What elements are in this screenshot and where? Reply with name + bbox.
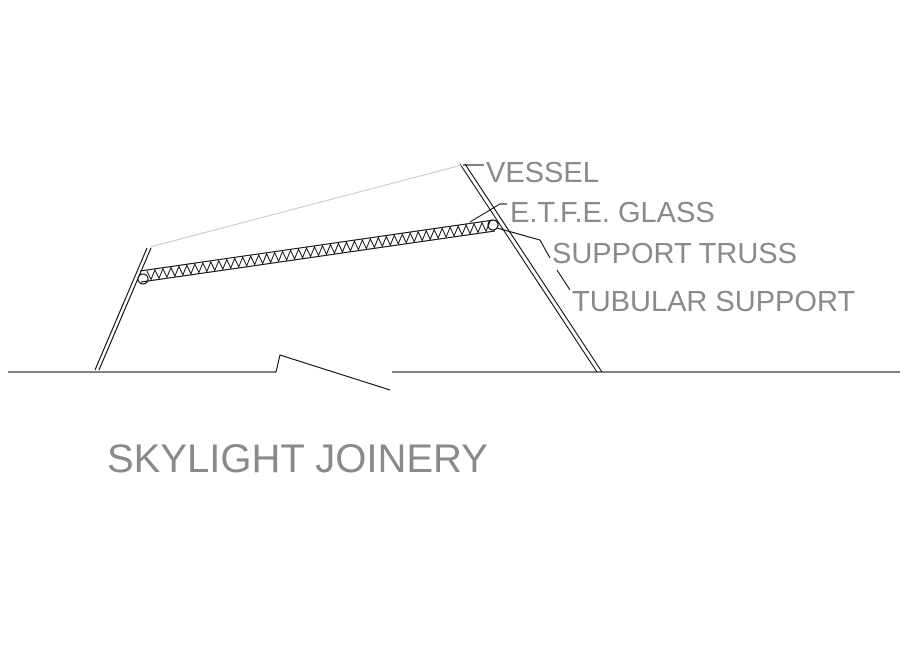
left-joint-node (137, 273, 149, 285)
etfe-glass-panel (137, 219, 499, 285)
etfe-glass-leader (469, 203, 507, 223)
callout-tubular-support: TUBULAR SUPPORT (572, 286, 855, 318)
support-truss-zigzag (146, 221, 491, 281)
drawing-title: SKYLIGHT JOINERY (107, 437, 488, 481)
vessel-outline (149, 164, 463, 248)
support-truss-leader (496, 227, 551, 259)
callout-leaders (463, 164, 571, 291)
ground-line (8, 354, 900, 391)
callout-support-truss: SUPPORT TRUSS (552, 238, 797, 270)
left-tubular-support (94, 247, 152, 371)
right-joint-node (487, 219, 499, 231)
right-tubular-support (459, 163, 603, 373)
callout-vessel: VESSEL (486, 157, 599, 189)
callout-etfe-glass: E.T.F.E. GLASS (510, 197, 715, 229)
tubular-support-leader (556, 269, 571, 291)
